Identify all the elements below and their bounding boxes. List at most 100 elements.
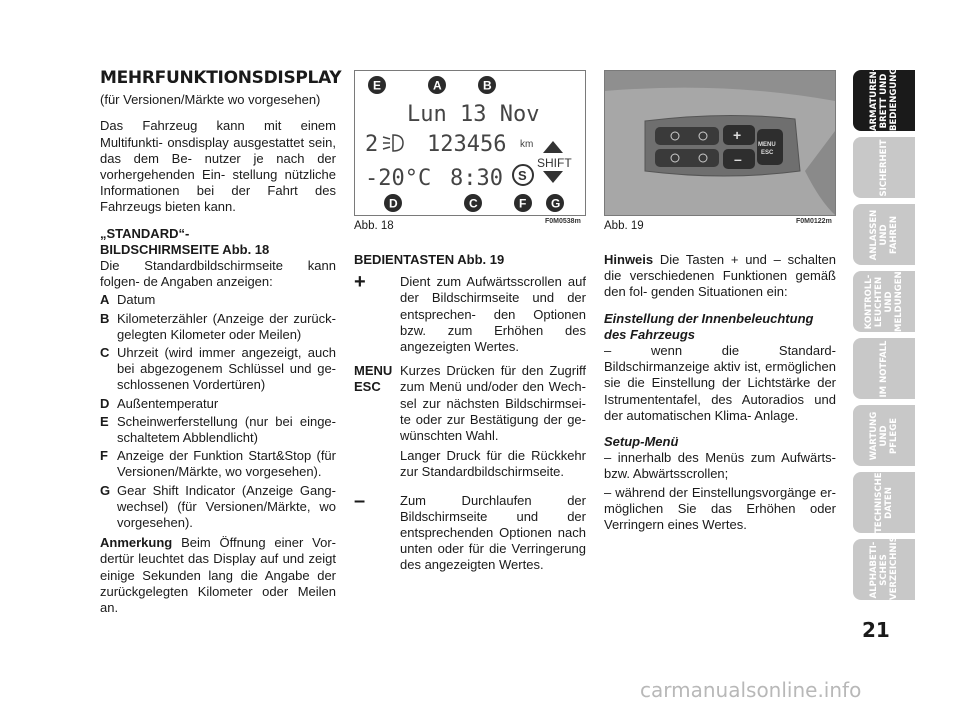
chapter-tab-8[interactable]: ALPHABETI- SCHES VERZEICHNIS [853,535,915,600]
note-lead: Anmerkung [100,535,173,551]
item-key: C [100,345,110,361]
display-illustration: Lun 13 Nov 2 123456 km -20°C 8:30 S SHIF… [365,76,572,212]
figure-19-controls: + – MENU ESC [604,70,836,216]
item-key: D [100,395,110,411]
minus-key-description: – Zum Durchlaufen der Bildschirmseite un… [354,491,586,574]
menu-key-line1: MENU [354,363,393,379]
chapter-tab-label: TECHNISCHE DATEN [874,471,894,533]
lighting-heading-2: des Fahrzeugs [604,326,696,342]
item-b: B Kilometerzähler (Anzeige der zurück- ge… [100,311,336,343]
menu-short-press: Kurzes Drücken für den Zugriff zum Menü … [400,363,586,444]
svg-text:+: + [733,127,741,143]
column-middle: BEDIENTASTEN Abb. 19 + Dient zum Aufwärt… [354,252,586,582]
chapter-tabs: ARMATUREN- BRETT UND BEDIENGUNGEN SICHERH… [853,54,915,606]
plus-key: + [354,271,366,294]
page-title: MEHRFUNKTIONSDISPLAY [100,68,342,88]
lighting-heading-1: Einstellung der Innenbeleuchtung [604,310,814,326]
plus-key-text: Dient zum Aufwärtsscrollen auf der Bilds… [400,274,586,355]
callout-label-c: C [469,197,478,211]
page-number: 21 [862,618,890,642]
plus-key-description: + Dient zum Aufwärtsscrollen auf der Bil… [354,271,586,355]
figure-18-label: Abb. 18 [354,220,394,232]
callout-marker-c [464,194,482,212]
hint-text: Die Tasten + und – schalten die verschie… [604,252,836,300]
chapter-tab-label: IM NOTFALL [879,340,889,397]
menu-long-press: Langer Druck für die Rückkehr zur Standa… [400,448,586,480]
display-odometer: 123456 [427,132,506,157]
section-heading-line2: BILDSCHIRMSEITE Abb. 18 [100,241,270,257]
note-text: Beim Öffnung einer Vor- dertür leuchtet … [100,535,336,616]
chapter-tab-1[interactable]: ARMATUREN- BRETT UND BEDIENGUNGEN [853,54,915,131]
plus-minus-buttons[interactable]: + – [723,125,755,169]
callout-marker-g [546,194,564,212]
chapter-tab-label: ANLASSEN UND FAHREN [869,209,899,260]
note-paragraph: Anmerkung Beim Öffnung einer Vor- dertür… [100,535,336,616]
display-temperature: -20°C [365,166,431,191]
item-text: Gear Shift Indicator (Anzeige Gang- wech… [117,482,336,531]
callout-marker-a [428,76,446,94]
setup-paragraph-2: – während der Einstellungsvorgänge er- m… [604,484,836,533]
chapter-tab-7[interactable]: TECHNISCHE DATEN [853,472,915,533]
section-heading: „STANDARD“- BILDSCHIRMSEITE Abb. 18 [100,226,336,258]
svg-text:–: – [734,151,742,167]
setup-paragraph-1: – innerhalb des Menüs zum Aufwärts- bzw.… [604,450,836,482]
item-key: F [100,448,108,464]
callout-marker-f [514,194,532,212]
display-date: Lun 13 Nov [407,102,539,127]
chapter-tab-label: KONTROLL- LEUCHTEN UND MELDUNGEN [864,270,904,332]
item-key: G [100,482,111,498]
menu-key-line2: ESC [354,379,381,395]
menu-esc-button[interactable]: MENU ESC [757,129,783,165]
light-switch-panel [655,127,719,167]
item-key: B [100,310,110,326]
chapter-tab-label: ARMATUREN- BRETT UND BEDIENGUNGEN [869,54,899,131]
item-key: A [100,292,110,308]
callout-label-f: F [519,197,526,211]
display-gear: 2 [365,132,378,157]
minus-key-text: Zum Durchlaufen der Bildschirmseite und … [400,492,586,573]
column-left: MEHRFUNKTIONSDISPLAY (für Versionen/Märk… [100,68,342,626]
item-f: F Anzeige der Funktion Start&Stop (für Ve… [100,448,336,480]
display-time: 8:30 [450,166,503,191]
chapter-tab-label: ALPHABETI- SCHES VERZEICHNIS [869,535,899,600]
hint-paragraph: Hinweis Die Tasten + und – schalten die … [604,252,836,301]
chapter-tab-label: WARTUNG UND PFLEGE [869,411,899,460]
chapter-tab-2[interactable]: SICHERHEIT [853,137,915,198]
callout-marker-d [384,194,402,212]
callout-marker-b [478,76,496,94]
intro-paragraph: Das Fahrzeug kann mit einem Multifunkti-… [100,118,336,215]
item-text: Kilometerzähler (Anzeige der zurück- gel… [117,310,336,342]
chapter-tab-3[interactable]: ANLASSEN UND FAHREN [853,204,915,265]
chapter-tab-6[interactable]: WARTUNG UND PFLEGE [853,405,915,466]
item-text: Datum [117,292,156,308]
item-text: Anzeige der Funktion Start&Stop (für Ver… [117,448,336,480]
standard-intro: Die Standardbildschirmseite kann folgen-… [100,258,336,290]
chapter-tab-label: SICHERHEIT [879,139,889,196]
callout-label-d: D [389,197,398,211]
headlamp-icon [382,134,404,152]
figure-19-label: Abb. 19 [604,220,644,232]
lighting-paragraph: – wenn die Standard- Bildschirmanzeige a… [604,343,836,423]
chapter-tab-4[interactable]: KONTROLL- LEUCHTEN UND MELDUNGEN [853,271,915,332]
start-stop-icon: S [512,164,534,186]
item-a: A Datum [100,292,336,308]
minus-button[interactable] [723,149,755,169]
watermark: carmanualsonline.info [640,678,862,702]
display-unit: km [520,139,533,150]
item-g: G Gear Shift Indicator (Anzeige Gang- wec… [100,483,336,532]
callout-label-g: G [551,197,560,211]
menu-key: MENU ESC [354,363,400,484]
shift-indicator-icon: SHIFT [537,141,572,183]
chapter-tab-5[interactable]: IM NOTFALL [853,338,915,399]
menu-key-description: MENU ESC Kurzes Drücken für den Zugriff … [354,363,586,484]
plus-button[interactable] [723,125,755,145]
item-key: E [100,413,109,429]
figure-18-display: Lun 13 Nov 2 123456 km -20°C 8:30 S SHIF… [354,70,586,216]
menu-key-text: Kurzes Drücken für den Zugriff zum Menü … [400,363,586,484]
svg-text:SHIFT: SHIFT [537,156,572,170]
section-heading-line1: „STANDARD“- [100,225,190,241]
hint-lead: Hinweis [604,252,654,267]
